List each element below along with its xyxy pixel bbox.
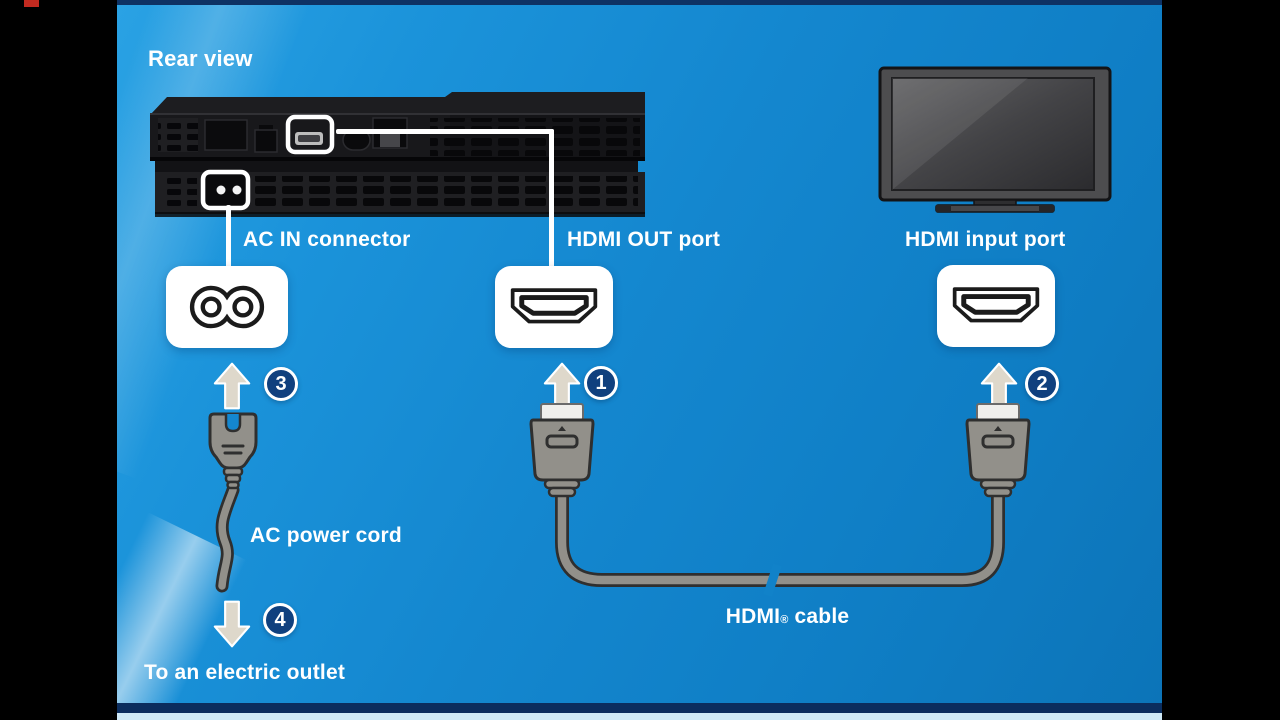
ac-in-highlight-box [200, 169, 251, 211]
ac-connector-icon [189, 285, 265, 329]
bottom-edge-strip [117, 703, 1162, 713]
console-rear-illustration [150, 92, 645, 217]
down-arrow-icon [213, 600, 251, 648]
step-number: 2 [1036, 373, 1048, 395]
step-number: 3 [275, 373, 287, 395]
hdmi-cable-illustration [529, 403, 1031, 597]
video-artifact [24, 0, 39, 7]
tv-icon [878, 66, 1112, 213]
step-badge-2: 2 [1025, 367, 1059, 401]
step-number: 4 [274, 609, 286, 631]
top-edge-strip [117, 0, 1162, 5]
rear-view-title: Rear view [148, 46, 253, 71]
hdmi-cable-brand: HDMI [725, 605, 781, 628]
hdmi-out-port-label: HDMI OUT port [567, 228, 721, 251]
hdmi-cable-label: HDMI® cable [690, 605, 885, 629]
ac-connector-card [166, 266, 288, 348]
step-badge-3: 3 [264, 367, 298, 401]
electric-outlet-label: To an electric outlet [144, 661, 346, 684]
hdmi-port-icon [510, 287, 598, 323]
step-badge-4: 4 [263, 603, 297, 637]
hdmi-input-port-label: HDMI input port [905, 228, 1066, 251]
ac-power-cord-label: AC power cord [250, 524, 402, 547]
hdmi-cable-word: cable [788, 605, 850, 628]
ac-in-callout-line [226, 205, 231, 269]
hdmi-in-card [937, 265, 1055, 347]
registered-mark: ® [780, 614, 789, 626]
hdmi-out-callout-line-vertical [549, 129, 554, 269]
step-badge-1: 1 [584, 366, 618, 400]
step-number: 1 [595, 372, 607, 394]
ac-power-cord-illustration [208, 412, 258, 593]
hdmi-port-icon [952, 286, 1040, 322]
bottom-edge-light-strip [117, 713, 1162, 720]
hdmi-out-callout-line-horizontal [336, 129, 554, 134]
up-arrow-icon [213, 362, 251, 410]
hdmi-out-card [495, 266, 613, 348]
hdmi-plug-icon [965, 403, 1031, 498]
hdmi-port-highlight-box [285, 114, 335, 155]
hdmi-plug-icon [529, 403, 595, 498]
ac-in-connector-label: AC IN connector [243, 228, 411, 251]
